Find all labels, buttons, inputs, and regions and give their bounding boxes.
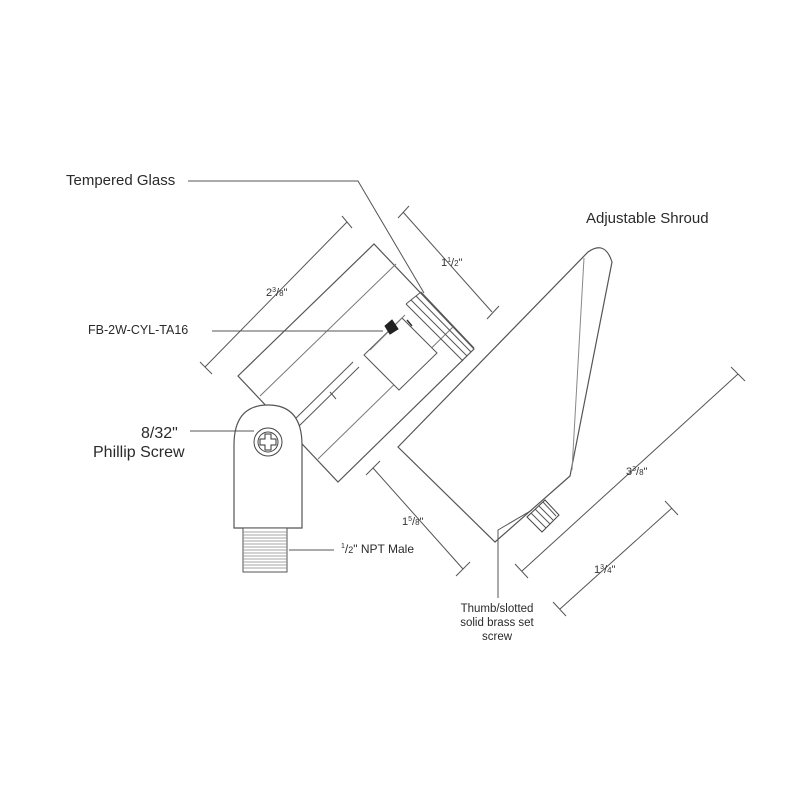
phillip-screw-icon [254,428,282,456]
dim-1-1-2: 11/2" [441,257,463,269]
npt-thread [243,528,287,572]
dim-1-3-4-den: 4 [607,566,612,575]
dim-3-3-8: 33/8" [626,466,648,478]
label-screw-name: Phillip Screw [93,444,185,461]
dim-2-3-8-whole: 2 [266,287,273,299]
dim-1-1-2-whole: 1 [441,257,448,269]
leader-lines [188,181,532,598]
thumb-screw-icon [527,500,559,532]
dim-3-3-8-den: 8 [639,468,644,477]
adjustable-shroud [398,248,612,542]
label-thumb-screw: Thumb/slotted solid brass set screw [449,602,545,644]
dim-1-5-8: 15/8" [402,516,424,528]
dim-1-1-2-num: 1 [447,257,452,264]
label-model: FB-2W-CYL-TA16 [88,323,189,337]
label-tempered-glass: Tempered Glass [66,172,176,189]
dim-1-3-4-whole: 1 [594,564,601,576]
dim-2-3-8-num: 3 [272,287,277,294]
npt-den: 2 [348,545,354,555]
dim-1-3-4: 13/4" [594,564,616,576]
dim-3-3-8-num: 3 [632,466,637,473]
knuckle-mount [234,405,302,528]
dim-3-3-8-whole: 3 [626,466,633,478]
dim-1-5-8-num: 5 [408,516,413,523]
dim-1-5-8-den: 8 [415,518,420,527]
dim-1-5-8-whole: 1 [402,516,409,528]
label-screw-size: 8/32" [141,425,178,442]
dim-2-3-8-den: 8 [279,289,284,298]
thumb-line-2: solid brass set [460,617,534,629]
thumb-line-1: Thumb/slotted [460,603,534,615]
dim-2-3-8: 23/8" [266,287,288,299]
npt-text: NPT Male [360,542,414,556]
dimension-lines [200,206,745,616]
label-npt: 1/2" NPT Male [341,542,414,556]
npt-num: 1 [341,543,345,550]
label-adjustable-shroud: Adjustable Shroud [586,210,709,227]
dim-1-1-2-den: 2 [454,259,459,268]
thumb-line-3: screw [481,631,513,643]
lens-rings [406,292,474,361]
dim-1-3-4-num: 3 [600,564,605,571]
